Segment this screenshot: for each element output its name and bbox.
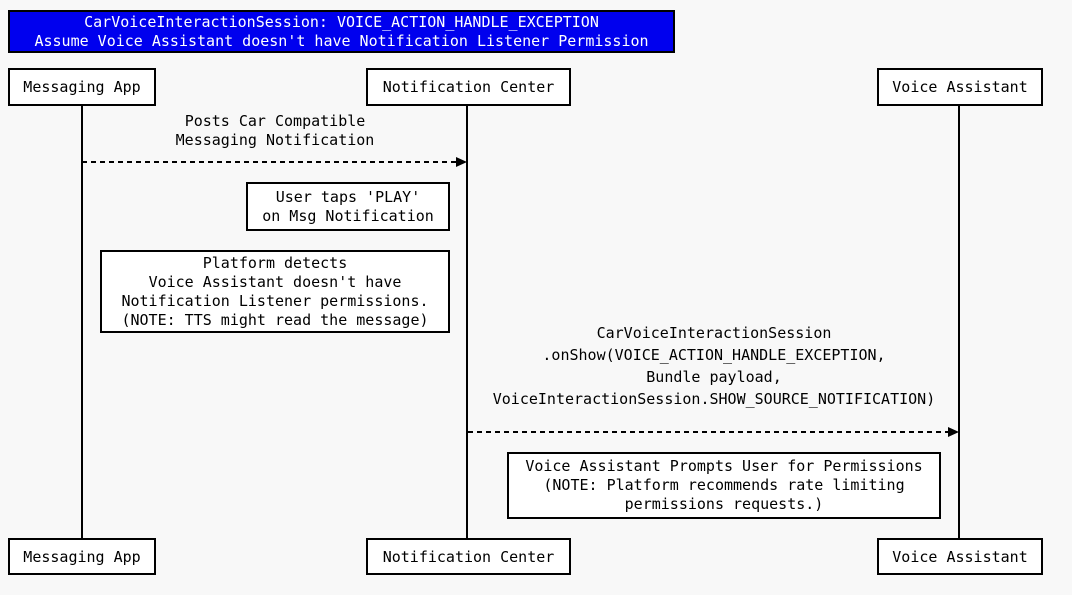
participant-label: Voice Assistant bbox=[892, 78, 1028, 96]
message-label-onshow: CarVoiceInteractionSession .onShow(VOICE… bbox=[468, 322, 960, 410]
message-label-line: Posts Car Compatible bbox=[184, 112, 366, 130]
participant-bottom-notification-center: Notification Center bbox=[366, 538, 571, 575]
diagram-title-line1: CarVoiceInteractionSession: VOICE_ACTION… bbox=[84, 12, 599, 31]
participant-top-notification-center: Notification Center bbox=[366, 68, 571, 106]
diagram-title: CarVoiceInteractionSession: VOICE_ACTION… bbox=[8, 10, 675, 53]
note-line: permissions requests.) bbox=[624, 495, 824, 513]
participant-label: Voice Assistant bbox=[892, 547, 1028, 566]
participant-top-voice-assistant: Voice Assistant bbox=[877, 68, 1043, 106]
note-line: Voice Assistant Prompts User for Permiss… bbox=[525, 457, 923, 475]
participant-label: Messaging App bbox=[23, 78, 141, 96]
note-line: Voice Assistant doesn't have bbox=[148, 272, 402, 291]
lifeline-messaging-app bbox=[81, 105, 83, 539]
dashed-line bbox=[82, 161, 458, 163]
note-line: User taps 'PLAY' bbox=[275, 187, 421, 206]
note-line: (NOTE: Platform recommends rate limiting bbox=[543, 476, 905, 494]
arrowhead-right-icon bbox=[456, 157, 467, 167]
message-label-posts-notification: Posts Car Compatible Messaging Notificat… bbox=[82, 112, 468, 150]
note-line: Notification Listener permissions. bbox=[121, 291, 429, 310]
lifeline-notification-center bbox=[466, 105, 468, 539]
message-arrow-posts-notification bbox=[82, 156, 467, 168]
participant-label: Notification Center bbox=[382, 78, 555, 96]
note-line: Platform detects bbox=[202, 253, 348, 272]
participant-bottom-messaging-app: Messaging App bbox=[8, 538, 156, 575]
message-label-line: Bundle payload, bbox=[646, 368, 782, 386]
message-arrow-onshow bbox=[468, 426, 959, 438]
participant-label: Messaging App bbox=[23, 547, 141, 566]
note-user-taps-play: User taps 'PLAY' on Msg Notification bbox=[246, 182, 450, 231]
note-line: (NOTE: TTS might read the message) bbox=[121, 310, 429, 329]
note-line: on Msg Notification bbox=[262, 206, 434, 225]
participant-top-messaging-app: Messaging App bbox=[8, 68, 156, 106]
dashed-line bbox=[468, 431, 950, 433]
message-label-line: .onShow(VOICE_ACTION_HANDLE_EXCEPTION, bbox=[542, 346, 886, 364]
lifeline-voice-assistant bbox=[958, 105, 960, 539]
arrowhead-right-icon bbox=[948, 427, 959, 437]
message-label-line: VoiceInteractionSession.SHOW_SOURCE_NOTI… bbox=[492, 390, 936, 408]
participant-label: Notification Center bbox=[382, 547, 555, 566]
participant-bottom-voice-assistant: Voice Assistant bbox=[877, 538, 1043, 575]
diagram-title-line2: Assume Voice Assistant doesn't have Noti… bbox=[34, 31, 649, 50]
message-label-line: CarVoiceInteractionSession bbox=[596, 324, 832, 342]
note-prompts-permissions: Voice Assistant Prompts User for Permiss… bbox=[507, 452, 941, 519]
note-platform-detects: Platform detects Voice Assistant doesn't… bbox=[100, 250, 450, 333]
message-label-line: Messaging Notification bbox=[175, 131, 375, 149]
